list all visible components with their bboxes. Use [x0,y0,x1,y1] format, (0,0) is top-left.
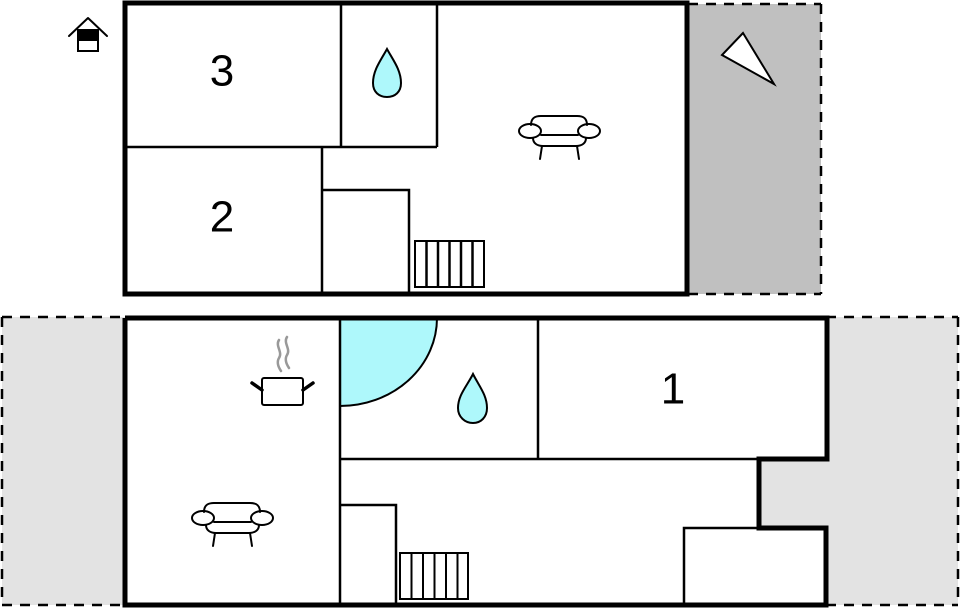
right-terrace [758,315,960,607]
upper-interior-walls [125,3,439,294]
room-label-3: 3 [210,47,234,96]
room-label-1: 1 [661,365,685,414]
lower-exterior-wall [122,315,830,608]
lower-floor: 1 [0,315,960,608]
bathroom-drop-icon [371,46,403,99]
sofa-icon [518,115,601,160]
left-terrace [0,315,125,607]
upper-terrace [688,2,823,296]
stairs-icon [399,552,469,600]
sofa-icon [191,502,274,547]
upper-exterior-wall [122,0,690,297]
bathroom-drop-icon [456,371,489,425]
shower-quarter-circle [339,317,439,408]
room-label-2: 2 [210,193,234,242]
compass-north-icon [720,31,777,87]
upper-floor: 3 2 [68,0,823,297]
kitchen-pot-icon [250,335,315,406]
stairs-icon [414,240,485,288]
lower-interior-walls [338,318,759,605]
home-entrance-icon [68,17,108,52]
